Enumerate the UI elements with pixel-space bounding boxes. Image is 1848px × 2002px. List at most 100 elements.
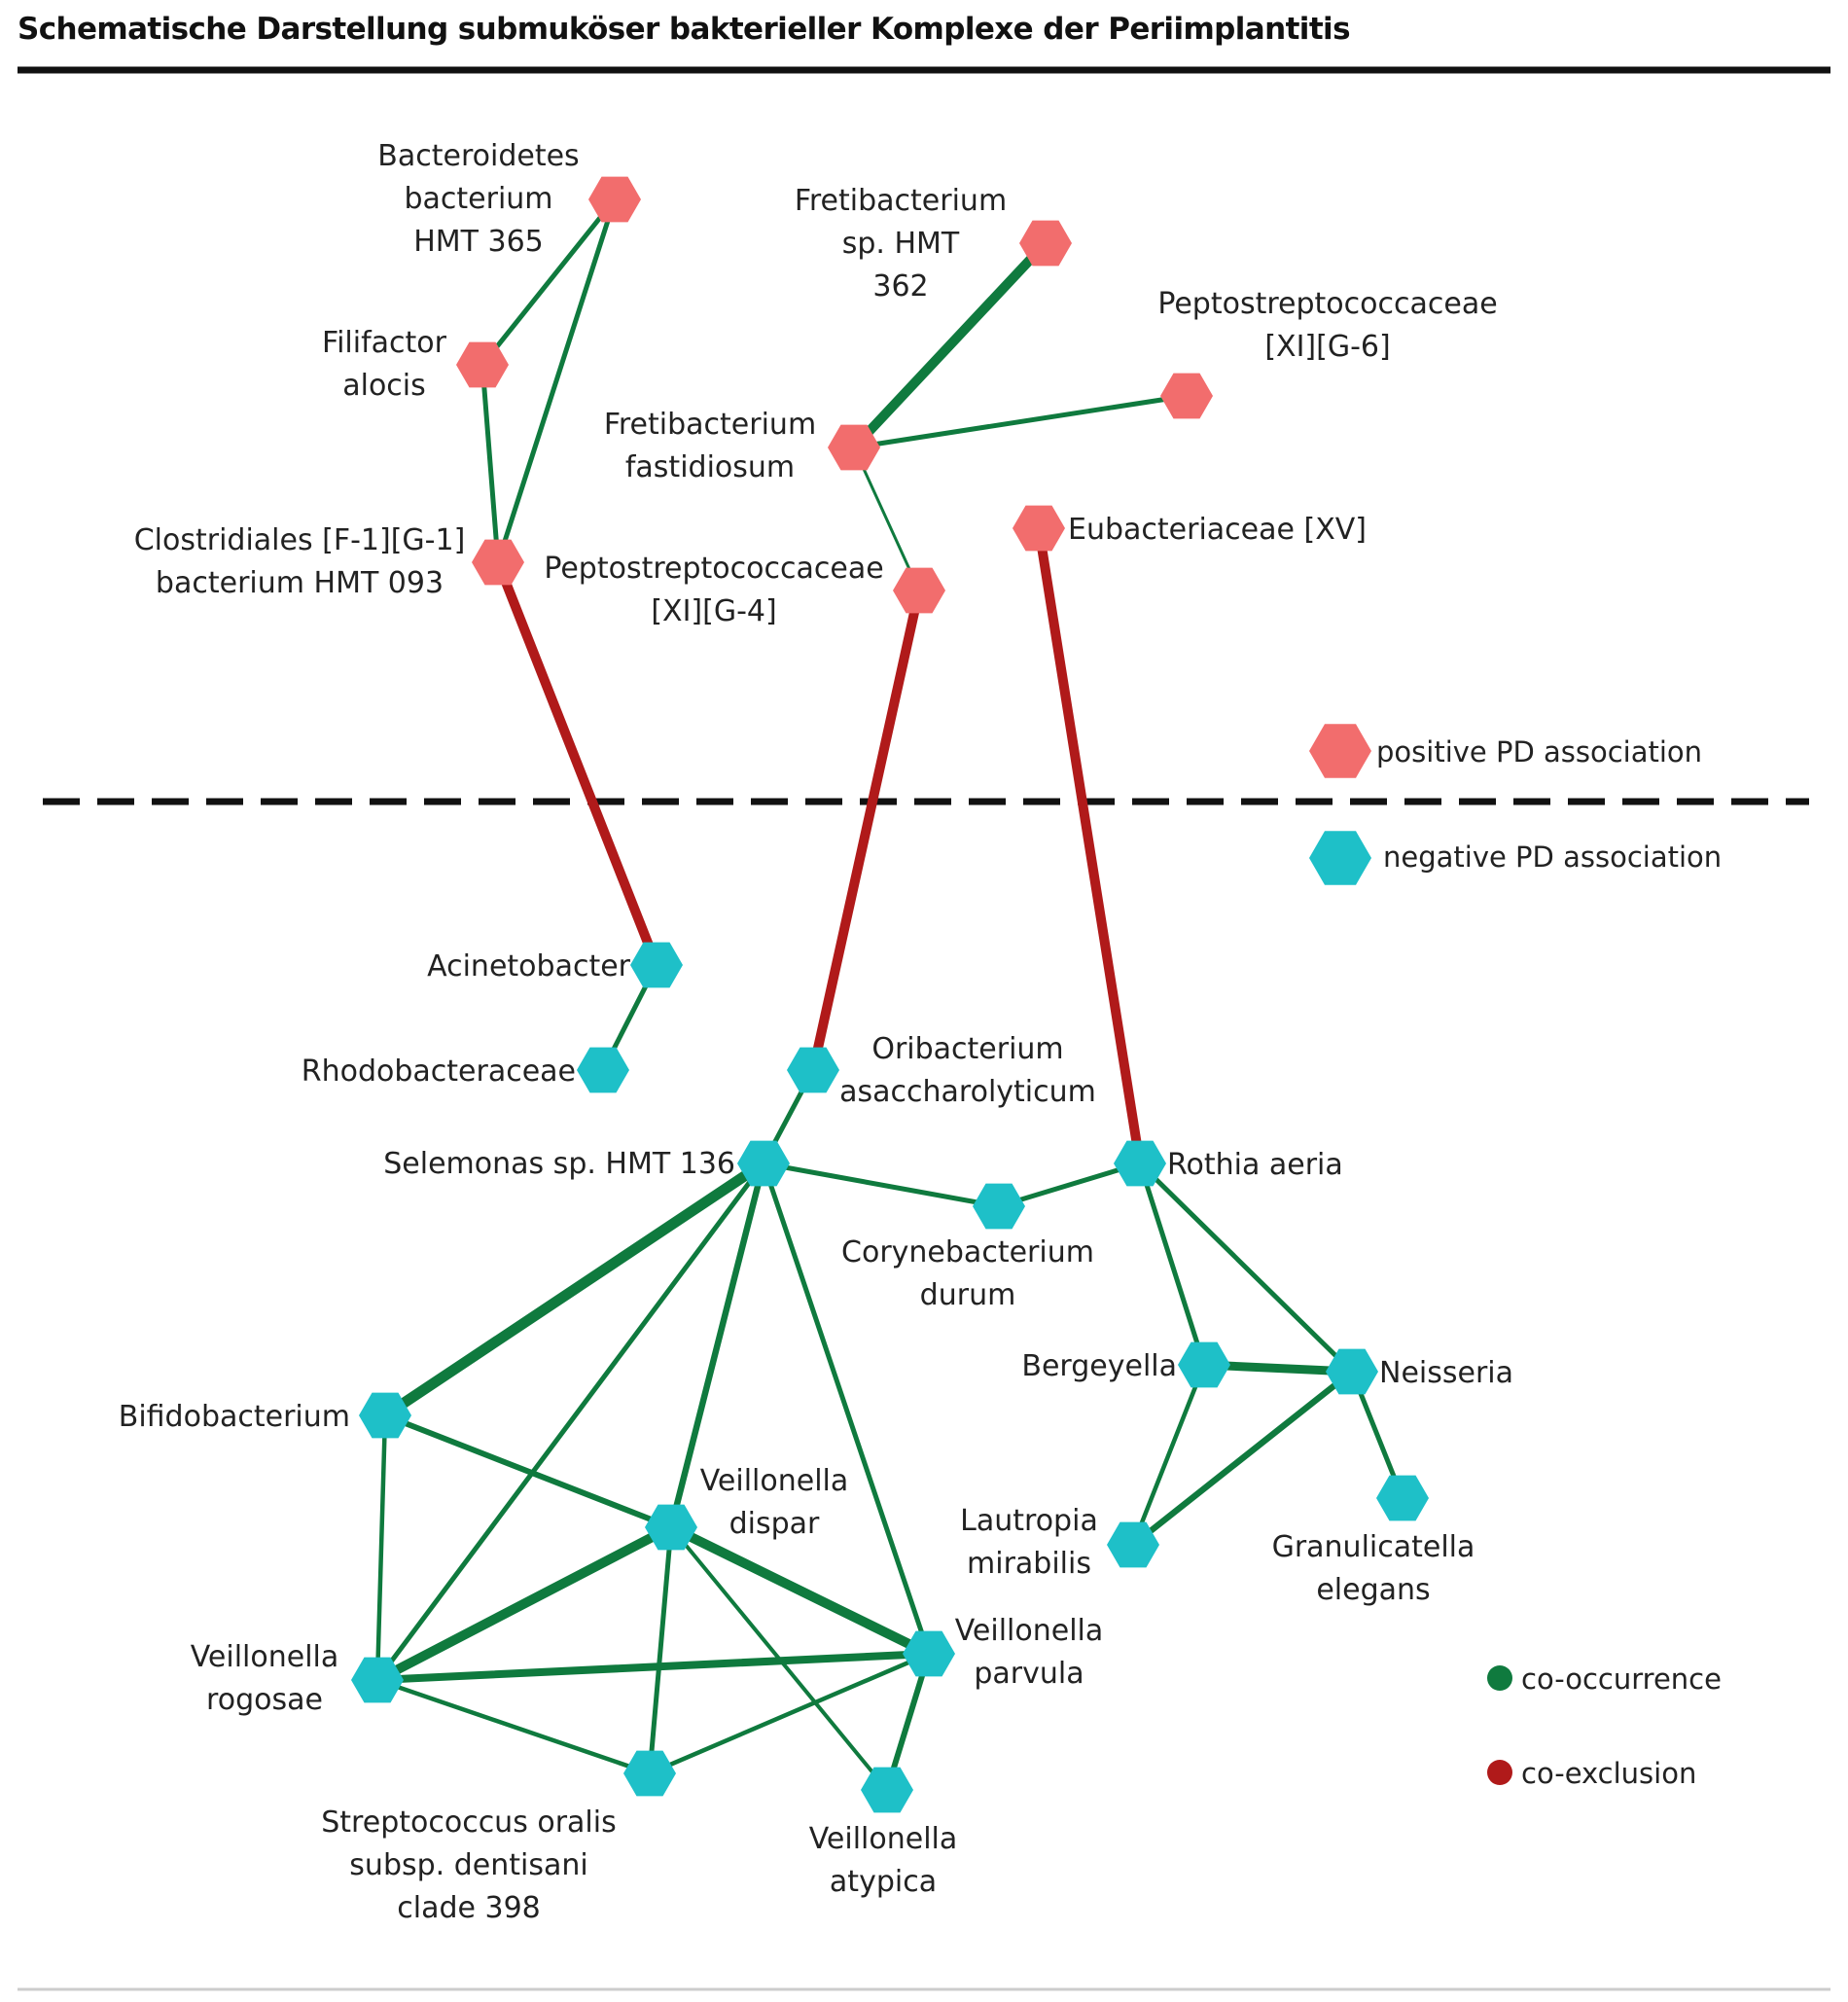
node-clostridiales-hexagon xyxy=(472,539,524,586)
edge-selemonas-bifido xyxy=(379,1158,769,1421)
node-neisseria-hexagon xyxy=(1326,1348,1378,1395)
node-bifido-label: Bifidobacterium xyxy=(119,1400,350,1434)
node-label-line: [XI][G-4] xyxy=(651,594,776,628)
edge-freti362-fretifast xyxy=(849,238,1050,452)
node-label-line: durum xyxy=(920,1278,1016,1312)
node-vatypica-label: Veillonella atypica xyxy=(809,1822,958,1899)
node-vparvula-hexagon xyxy=(903,1630,955,1677)
node-label-line: fastidiosum xyxy=(625,450,795,484)
edge-selemonas-vrogosae xyxy=(374,1161,766,1683)
node-label-line: HMT 365 xyxy=(413,225,544,259)
node-selemonas-label: Selemonas sp. HMT 136 xyxy=(383,1147,735,1181)
node-oribact-hexagon xyxy=(787,1047,839,1093)
node-strepto-hexagon xyxy=(623,1750,676,1797)
node-acineto-hexagon xyxy=(630,942,683,988)
edge-filifactor-clostridiales xyxy=(480,362,501,565)
node-label-line: asaccharolyticum xyxy=(839,1075,1096,1109)
node-label-line: Oribacterium xyxy=(871,1032,1063,1066)
node-eubact-hexagon xyxy=(1013,505,1065,552)
node-vdispar-hexagon xyxy=(645,1504,697,1551)
edge-bifido-vdispar xyxy=(382,1412,674,1530)
edges-layer xyxy=(373,197,1405,1793)
node-label-line: Rothia aeria xyxy=(1167,1148,1343,1182)
node-label-line: atypica xyxy=(830,1865,937,1899)
node-label-line: Veillonella xyxy=(191,1640,339,1674)
node-pepto6-hexagon xyxy=(1160,373,1213,419)
node-vatypica-hexagon xyxy=(861,1767,913,1813)
node-selemonas-hexagon xyxy=(737,1140,790,1187)
node-rhodo-label: Rhodobacteraceae xyxy=(302,1055,576,1089)
node-pepto4-label: Peptostreptococcaceae[XI][G-4] xyxy=(544,552,883,628)
edge-vdispar-strepto xyxy=(647,1524,674,1776)
node-label-line: Rhodobacteraceae xyxy=(302,1055,576,1089)
node-acineto-label: Acinetobacter xyxy=(427,949,631,983)
legend-negative-label: negative PD association xyxy=(1383,840,1722,874)
edge-selemonas-coryne xyxy=(761,1161,1002,1209)
node-lautropia-label: Lautropia mirabilis xyxy=(960,1504,1098,1581)
node-bact365-hexagon xyxy=(588,176,641,223)
node-coryne-hexagon xyxy=(973,1183,1025,1230)
edge-bifido-vrogosae xyxy=(374,1412,388,1683)
edge-vdispar-vrogosae xyxy=(373,1522,676,1685)
node-label-line: Fretibacterium xyxy=(604,408,816,442)
node-filifactor-label: Filifactor alocis xyxy=(322,326,447,403)
edge-rothia-bergeyella xyxy=(1137,1161,1207,1368)
legend-positive-label: positive PD association xyxy=(1376,735,1702,769)
edge-pepto4-oribact xyxy=(808,586,924,1075)
node-label-line: Bifidobacterium xyxy=(119,1400,350,1434)
node-freti362-hexagon xyxy=(1019,220,1072,267)
legend: positive PD association negative PD asso… xyxy=(1309,724,1722,1790)
edge-coryne-rothia xyxy=(996,1161,1143,1209)
node-label-line: clade 398 xyxy=(397,1891,541,1925)
node-label-line: Streptococcus oralis xyxy=(321,1805,617,1840)
legend-co-occurrence-label: co-occurrence xyxy=(1521,1662,1722,1696)
node-label-line: Selemonas sp. HMT 136 xyxy=(383,1147,735,1181)
node-label-line: Eubacteriaceae [XV] xyxy=(1068,513,1367,547)
node-fretifast-hexagon xyxy=(828,424,880,471)
node-label-line: Bergeyella xyxy=(1021,1349,1177,1383)
node-label-line: Lautropia xyxy=(960,1504,1098,1538)
node-label-line: mirabilis xyxy=(967,1547,1091,1581)
node-label-line: Veillonella xyxy=(809,1822,958,1856)
node-bifido-hexagon xyxy=(359,1392,411,1439)
node-label-line: Fretibacterium xyxy=(795,184,1007,218)
node-label-line: elegans xyxy=(1316,1573,1430,1607)
node-eubact-label: Eubacteriaceae [XV] xyxy=(1068,513,1367,547)
legend-positive-hexagon xyxy=(1309,724,1371,778)
node-neisseria-label: Neisseria xyxy=(1379,1356,1513,1390)
node-label-line: bacterium HMT 093 xyxy=(156,566,444,600)
edge-eubact-rothia xyxy=(1034,523,1145,1168)
edge-rothia-neisseria xyxy=(1137,1161,1355,1375)
edge-bact365-filifactor xyxy=(480,197,618,368)
node-oribact-label: Oribacterium asaccharolyticum xyxy=(839,1032,1096,1109)
node-bergeyella-label: Bergeyella xyxy=(1021,1349,1177,1383)
node-label-line: Clostridiales [F-1][G-1] xyxy=(134,523,466,557)
node-label-line: [XI][G-6] xyxy=(1264,330,1390,364)
edge-fretifast-pepto6 xyxy=(851,393,1190,450)
legend-co-occurrence-dot xyxy=(1487,1665,1512,1691)
node-label-line: alocis xyxy=(342,369,426,403)
node-label-line: Neisseria xyxy=(1379,1356,1513,1390)
edge-vdispar-vparvula xyxy=(666,1522,934,1659)
node-label-line: Acinetobacter xyxy=(427,949,631,983)
edge-clostridiales-acineto xyxy=(493,557,661,970)
node-filifactor-hexagon xyxy=(456,341,509,388)
node-label-line: Filifactor xyxy=(322,326,447,360)
node-label-line: sp. HMT xyxy=(842,227,960,261)
edge-vrogosae-strepto xyxy=(374,1677,653,1776)
node-rothia-label: Rothia aeria xyxy=(1167,1148,1343,1182)
node-label-line: Veillonella xyxy=(955,1614,1104,1648)
node-pepto6-label: Peptostreptococcaceae[XI][G-6] xyxy=(1157,287,1497,364)
node-granuli-hexagon xyxy=(1376,1475,1429,1521)
edge-selemonas-vparvula xyxy=(761,1161,932,1657)
node-pepto4-hexagon xyxy=(893,567,945,614)
edge-neisseria-lautropia xyxy=(1129,1368,1356,1549)
node-label-line: Corynebacterium xyxy=(841,1235,1094,1269)
figure-title: Schematische Darstellung submuköser bakt… xyxy=(18,12,1351,47)
edge-selemonas-vdispar xyxy=(667,1160,767,1531)
edge-vrogosae-vparvula xyxy=(373,1650,933,1684)
